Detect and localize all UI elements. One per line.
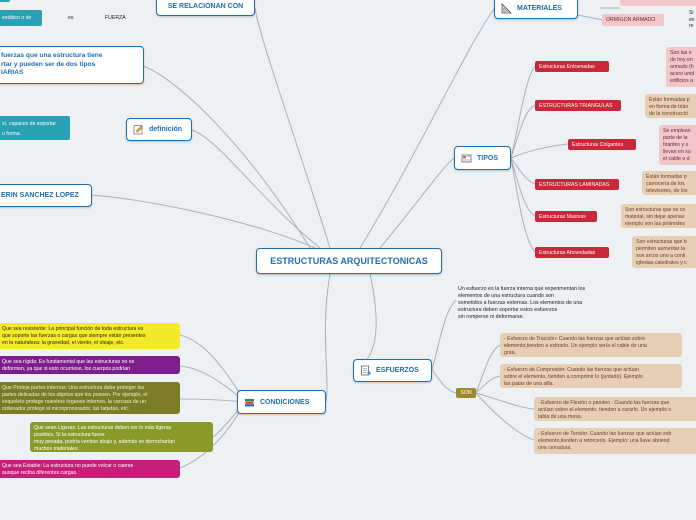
estatico-node[interactable]: estático o de: [0, 10, 42, 26]
esfuerzo-torsion[interactable]: - Esfuerzo de Torsión: Cuando las fuerza…: [534, 428, 696, 454]
hormigon-node[interactable]: ORMIGON ARMADO: [602, 14, 664, 26]
definicion-note-line1: sí, capaces de soportar: [2, 121, 56, 127]
definicion-note-line2: u forma.: [2, 131, 22, 138]
tipo-abovedadas-label: Estructuras Abovedadas: [539, 249, 596, 256]
condicion-rigida[interactable]: Que sea rígida: Es fundamental que las e…: [0, 356, 180, 374]
esfuerzos-node[interactable]: ESFUERZOS: [353, 359, 432, 382]
hormigon-label: ORMIGON ARMADO: [606, 17, 656, 23]
esfuerzos-intro: Un esfuerzo es la fuerza interna que exp…: [458, 286, 586, 320]
tipo-entramadas-label: Estructuras Entramadas: [539, 63, 595, 70]
condicion-ligeras[interactable]: Que sean Ligeras: Las estructuras deben …: [30, 422, 213, 452]
condicion-proteja[interactable]: Que Proteja partes internas: Una estruct…: [0, 382, 180, 414]
es-label: es: [68, 15, 74, 21]
tipo-triangulas-label: ESTRUCTURAS TRIANGULAS: [539, 102, 613, 109]
condiciones-label: CONDICIONES: [260, 398, 310, 406]
fuerzas-tipos-text: fuerzas que una estructura tiene rtar y …: [1, 52, 103, 77]
tipos-node[interactable]: TIPOS: [454, 146, 511, 170]
central-topic-label: ESTRUCTURAS ARQUITECTONICAS: [270, 256, 428, 266]
definicion-label: definición: [149, 126, 183, 133]
tipo-laminadas[interactable]: ESTRUCTURAS LAMINADAS: [535, 179, 619, 190]
esfuerzo-traccion[interactable]: - Esfuerzo de Tracción: Cuando las fuerz…: [500, 333, 682, 357]
pencil-note-icon: [133, 124, 144, 135]
materiales-node[interactable]: MATERIALES: [494, 0, 578, 19]
central-topic[interactable]: ESTRUCTURAS ARQUITECTONICAS: [256, 248, 442, 274]
tipo-triangulas-desc: Están formadas p en forma de trián de la…: [645, 94, 696, 118]
condicion-resistente[interactable]: Que sea resistente: La principal función…: [0, 323, 180, 349]
esfuerzo-compresion[interactable]: - Esfuerzo de Compresión: Cuando las fue…: [500, 364, 682, 388]
condicion-estable[interactable]: Que sea Estable: La estructura no puede …: [0, 460, 180, 478]
document-icon: [360, 365, 371, 376]
fuerza-label: FUERZA: [105, 15, 126, 21]
author-node[interactable]: ERIN SANCHEZ LOPEZ: [0, 184, 92, 207]
esfuerzos-label: ESFUERZOS: [376, 367, 419, 374]
tipo-entramadas-desc: Son las e de hoy en armado (h acero unid…: [666, 47, 696, 87]
tipo-triangulas[interactable]: ESTRUCTURAS TRIANGULAS: [535, 100, 621, 111]
se-relacionan-node[interactable]: SE RELACIONAN CON: [156, 0, 255, 16]
tipo-masivas-label: Estructuras Masivas: [539, 213, 586, 220]
materiales-label: MATERIALES: [517, 4, 562, 12]
definicion-note[interactable]: sí, capaces de soportar u forma.: [0, 116, 70, 140]
son-node[interactable]: SON: [456, 388, 476, 398]
materiales-side-text: Si en re: [689, 10, 695, 29]
fuerzas-tipos-node[interactable]: fuerzas que una estructura tiene rtar y …: [0, 46, 144, 84]
definicion-node[interactable]: definición: [126, 118, 192, 141]
tipo-masivas[interactable]: Estructuras Masivas: [535, 211, 597, 222]
tipo-laminadas-label: ESTRUCTURAS LAMINADAS: [539, 181, 610, 188]
newspaper-icon: [461, 153, 472, 164]
top-left-teal-stub[interactable]: [0, 0, 10, 2]
tipo-abovedadas-desc: Son estructuras que b permiten aumentar …: [632, 236, 696, 268]
tipo-entramadas[interactable]: Estructuras Entramadas: [535, 61, 609, 72]
books-icon: [244, 397, 255, 408]
esfuerzo-flexion[interactable]: - Esfuerzo de Flexión o pandeo : Cuando …: [534, 397, 696, 421]
estatico-label: estático o de: [2, 15, 32, 21]
tipos-label: TIPOS: [477, 154, 499, 162]
tipo-masivas-desc: Son estructuras que se co material, sin …: [621, 204, 696, 228]
tipo-colgantes[interactable]: Estructuras Colgantes: [568, 139, 636, 150]
author-label: ERIN SANCHEZ LOPEZ: [1, 192, 79, 199]
tipo-colgantes-label: Estructuras Colgantes: [572, 141, 624, 148]
son-label: SON: [460, 390, 472, 396]
materiales-top-note[interactable]: [620, 0, 696, 6]
condiciones-node[interactable]: CONDICIONES: [237, 390, 326, 414]
ruler-triangle-icon: [501, 2, 512, 14]
tipo-abovedadas[interactable]: Estructuras Abovedadas: [535, 247, 609, 258]
se-relacionan-label: SE RELACIONAN CON: [167, 2, 244, 10]
tipo-laminadas-desc: Están formadas p carrocería de los telev…: [642, 171, 696, 195]
tipo-colgantes-desc: Se emplean parte de la tirantes y s llev…: [659, 125, 696, 165]
